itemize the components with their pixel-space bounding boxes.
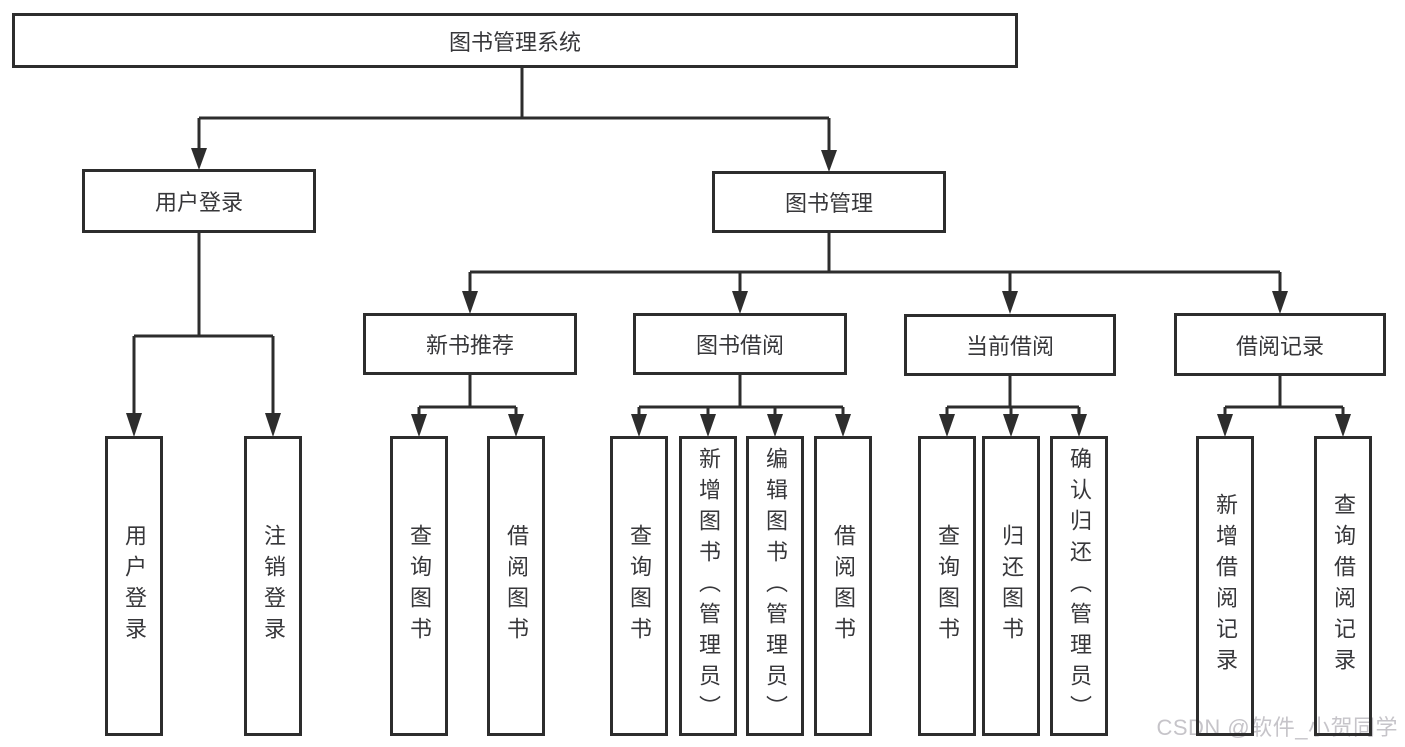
leaf-bb-query-book-label: 查询图书	[627, 524, 652, 648]
leaf-br-query-record: 查询借阅记录	[1314, 436, 1372, 736]
leaf-cb-confirm-return-label: 确认归还（管理员）	[1067, 446, 1092, 726]
watermark: CSDN @软件_小贺同学	[1156, 715, 1398, 740]
leaf-user-login-label: 用户登录	[122, 524, 147, 648]
leaf-nbr-borrow-book-label: 借阅图书	[504, 524, 529, 648]
leaf-bb-borrow-book-label: 借阅图书	[831, 524, 856, 648]
node-book-management: 图书管理	[712, 171, 946, 233]
leaf-cb-return-book-label: 归还图书	[999, 524, 1024, 648]
node-new-book-recommend-label: 新书推荐	[425, 333, 514, 358]
leaf-logout: 注销登录	[244, 436, 302, 736]
node-current-borrow: 当前借阅	[904, 314, 1116, 376]
leaf-logout-label: 注销登录	[261, 524, 286, 648]
leaf-br-add-record: 新增借阅记录	[1196, 436, 1254, 736]
node-borrow-record: 借阅记录	[1174, 313, 1386, 376]
leaf-bb-edit-book-label: 编辑图书（管理员）	[763, 446, 788, 726]
node-new-book-recommend: 新书推荐	[363, 313, 577, 375]
leaf-user-login: 用户登录	[105, 436, 163, 736]
node-book-management-label: 图书管理	[784, 191, 873, 216]
leaf-bb-borrow-book: 借阅图书	[814, 436, 872, 736]
leaf-bb-add-book: 新增图书（管理员）	[679, 436, 737, 736]
node-user-login: 用户登录	[82, 169, 316, 233]
node-root: 图书管理系统	[12, 13, 1018, 68]
leaf-bb-add-book-label: 新增图书（管理员）	[696, 446, 721, 726]
node-borrow-record-label: 借阅记录	[1235, 333, 1324, 359]
leaf-cb-return-book: 归还图书	[982, 436, 1040, 736]
leaf-nbr-query-book-label: 查询图书	[407, 524, 432, 648]
node-book-borrow-label: 图书借阅	[695, 333, 784, 358]
leaf-bb-edit-book: 编辑图书（管理员）	[746, 436, 804, 736]
leaf-nbr-query-book: 查询图书	[390, 436, 448, 736]
leaf-nbr-borrow-book: 借阅图书	[487, 436, 545, 736]
node-book-borrow: 图书借阅	[633, 313, 847, 375]
leaf-br-query-record-label: 查询借阅记录	[1331, 493, 1356, 679]
node-current-borrow-label: 当前借阅	[965, 334, 1054, 359]
leaf-bb-query-book: 查询图书	[610, 436, 668, 736]
leaf-cb-query-book-label: 查询图书	[935, 524, 960, 648]
leaf-cb-query-book: 查询图书	[918, 436, 976, 736]
leaf-br-add-record-label: 新增借阅记录	[1213, 493, 1238, 679]
node-root-label: 图书管理系统	[448, 29, 581, 55]
node-user-login-label: 用户登录	[154, 190, 243, 215]
leaf-cb-confirm-return: 确认归还（管理员）	[1050, 436, 1108, 736]
